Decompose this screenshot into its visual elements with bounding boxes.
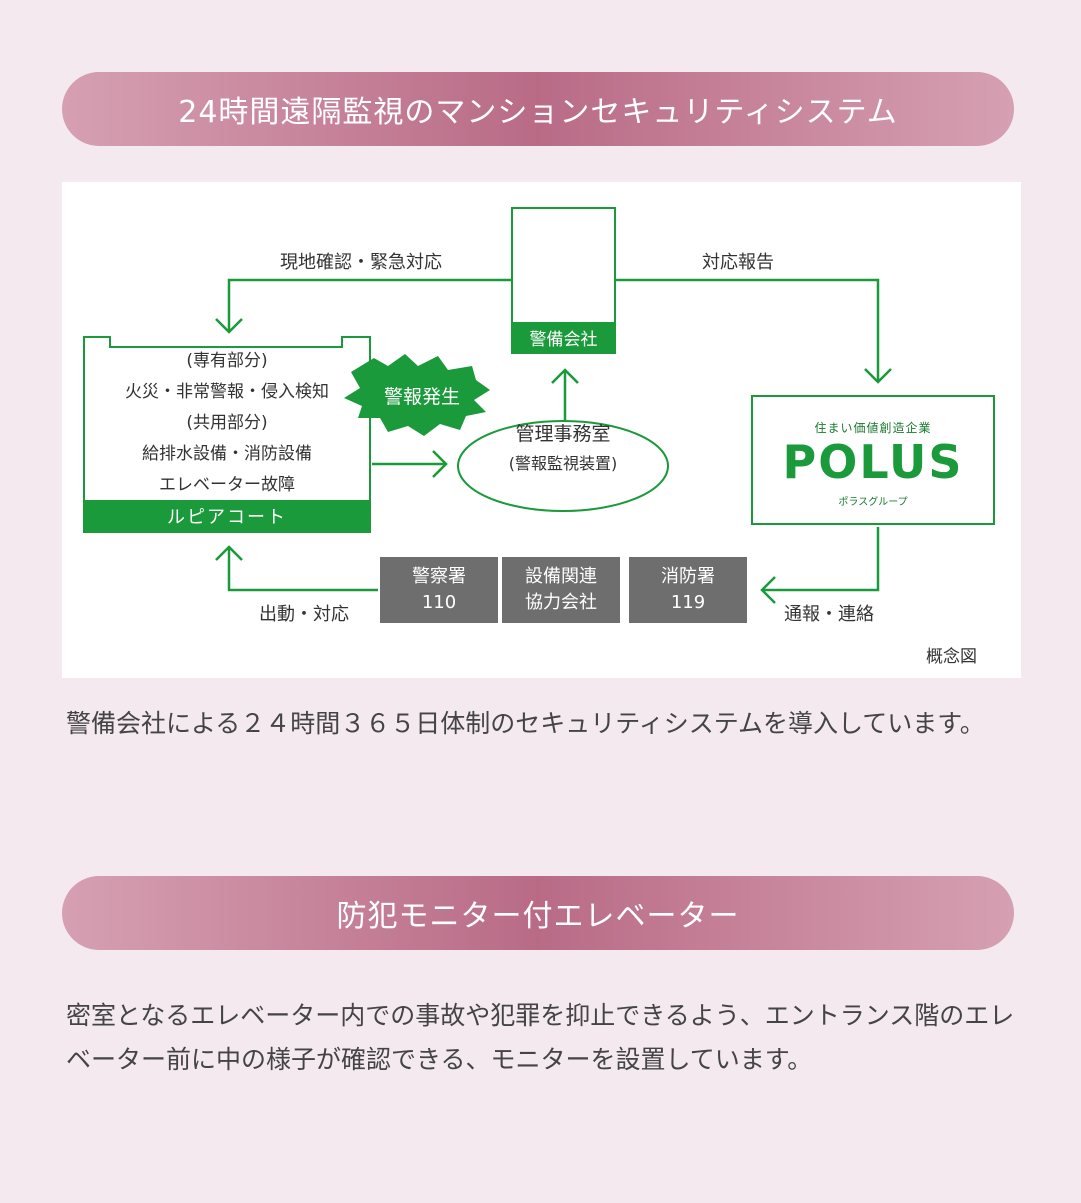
section-title-elevator: 防犯モニター付エレベーター (62, 876, 1014, 950)
office-title: 管理事務室 (515, 423, 611, 445)
office-sub: (警報監視装置) (508, 454, 618, 473)
agency-fire: 消防署 119 (629, 557, 747, 623)
security-diagram: 現地確認・緊急対応 対応報告 警備会社 (専有部分) 火災・非常警報・侵入検知 … (62, 182, 1021, 678)
agency-equipment: 設備関連 協力会社 (502, 557, 620, 623)
polus-node: 住まい価値創造企業 POLUS ポラスグループ (751, 395, 995, 525)
building-line-4: 給排水設備・消防設備 (142, 444, 312, 464)
elevator-description: 密室となるエレベーター内での事故や犯罪を抑止できるよう、エントランス階のエレベー… (66, 1001, 1015, 1074)
agency-equipment-line1: 設備関連 (525, 566, 597, 587)
polus-group-name: ポラスグループ (838, 497, 908, 508)
agency-police: 警察署 110 (380, 557, 498, 623)
alarm-label: 警報発生 (383, 386, 460, 408)
diagram-caption: 概念図 (926, 647, 977, 667)
alarm-burst-shape (344, 354, 490, 436)
agency-equipment-line2: 協力会社 (525, 592, 597, 613)
agency-fire-name: 消防署 (661, 566, 715, 587)
section-title-security: 24時間遠隔監視のマンションセキュリティシステム (62, 72, 1014, 146)
agency-police-name: 警察署 (412, 566, 466, 587)
building-name-label: ルピアコート (84, 500, 370, 532)
building-line-5: エレベーター故障 (159, 475, 295, 495)
edge-label-notify: 通報・連絡 (784, 604, 874, 625)
building-line-1: (専有部分) (186, 351, 268, 371)
polus-tagline: 住まい価値創造企業 (814, 421, 932, 435)
agency-fire-number: 119 (670, 592, 706, 613)
building-line-3: (共用部分) (186, 413, 268, 433)
building-content: (専有部分) 火災・非常警報・侵入検知 (共用部分) 給排水設備・消防設備 エレ… (84, 346, 370, 501)
edge-label-onsite: 現地確認・緊急対応 (280, 252, 442, 273)
guard-company-label: 警備会社 (513, 322, 614, 352)
polus-logo: POLUS (782, 435, 964, 489)
office-node: 管理事務室 (警報監視装置) (457, 419, 669, 474)
agency-police-number: 110 (421, 592, 457, 613)
building-line-2: 火災・非常警報・侵入検知 (125, 382, 329, 402)
edge-label-dispatch: 出動・対応 (259, 604, 349, 625)
edge-label-report: 対応報告 (702, 252, 774, 273)
guard-company-node: 警備会社 (511, 207, 616, 354)
security-description: 警備会社による２４時間３６５日体制のセキュリティシステムを導入しています。 (66, 709, 985, 738)
